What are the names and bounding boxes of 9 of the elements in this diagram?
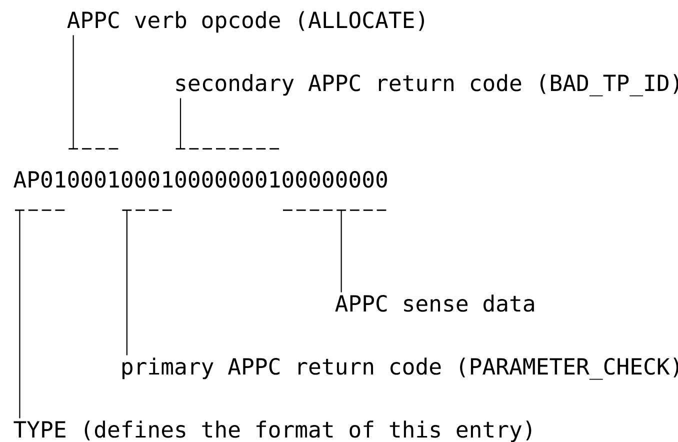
label-text: TYPE (defines the format of this entry) bbox=[14, 420, 532, 442]
leader-line bbox=[340, 210, 342, 292]
leader-line bbox=[180, 98, 182, 149]
leader-line bbox=[72, 35, 74, 149]
code-string: AP01000100010000000100000000 bbox=[14, 170, 387, 188]
label-text: APPC sense data bbox=[335, 294, 534, 312]
label-text: APPC verb opcode (ALLOCATE) bbox=[67, 11, 424, 33]
leader-line bbox=[19, 210, 20, 418]
leader-line bbox=[126, 210, 128, 356]
